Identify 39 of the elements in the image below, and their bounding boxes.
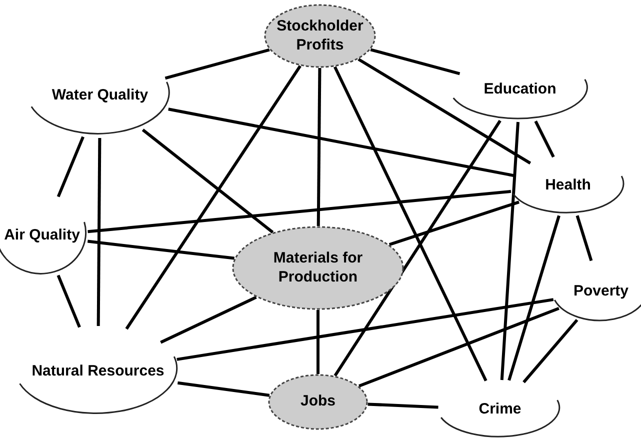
node-label: Stockholder Profits <box>276 17 364 55</box>
node-label: Health <box>544 176 592 196</box>
connector-line <box>316 310 320 374</box>
connector-line <box>508 215 560 381</box>
node-label: Water Quality <box>50 86 150 106</box>
shaded-ellipse-node <box>264 4 376 68</box>
connector-line <box>142 128 274 234</box>
connector-line <box>370 48 460 76</box>
connector-line <box>358 58 532 164</box>
connector-line <box>316 68 322 226</box>
connector-line <box>522 318 578 384</box>
shaded-ellipse-node <box>268 374 368 430</box>
node-label: Materials for Production <box>272 249 364 287</box>
connector-line <box>56 274 81 328</box>
connector-line <box>576 215 593 262</box>
node-label: Crime <box>478 400 522 420</box>
connector-line <box>388 200 520 246</box>
connector-line <box>164 48 270 80</box>
connector-line <box>96 138 102 326</box>
connector-line <box>500 122 520 380</box>
connector-line <box>87 240 234 260</box>
connector-line <box>358 306 560 388</box>
connector-line <box>368 402 438 409</box>
connector-line <box>334 66 488 382</box>
connector-line <box>177 381 270 397</box>
connector-line <box>125 65 302 330</box>
node-label: Air Quality <box>3 226 81 246</box>
connector-line <box>56 136 84 198</box>
node-label: Education <box>482 80 558 100</box>
node-label: Jobs <box>299 392 336 412</box>
node-label: Natural Resources <box>30 362 166 382</box>
shaded-ellipse-node <box>232 226 404 310</box>
connector-line <box>160 296 257 344</box>
connector-line <box>88 190 512 234</box>
connector-line <box>176 298 554 361</box>
connector-line <box>334 120 502 376</box>
connector-line <box>168 108 514 178</box>
connector-line <box>534 120 555 158</box>
node-label: Poverty <box>572 282 630 302</box>
